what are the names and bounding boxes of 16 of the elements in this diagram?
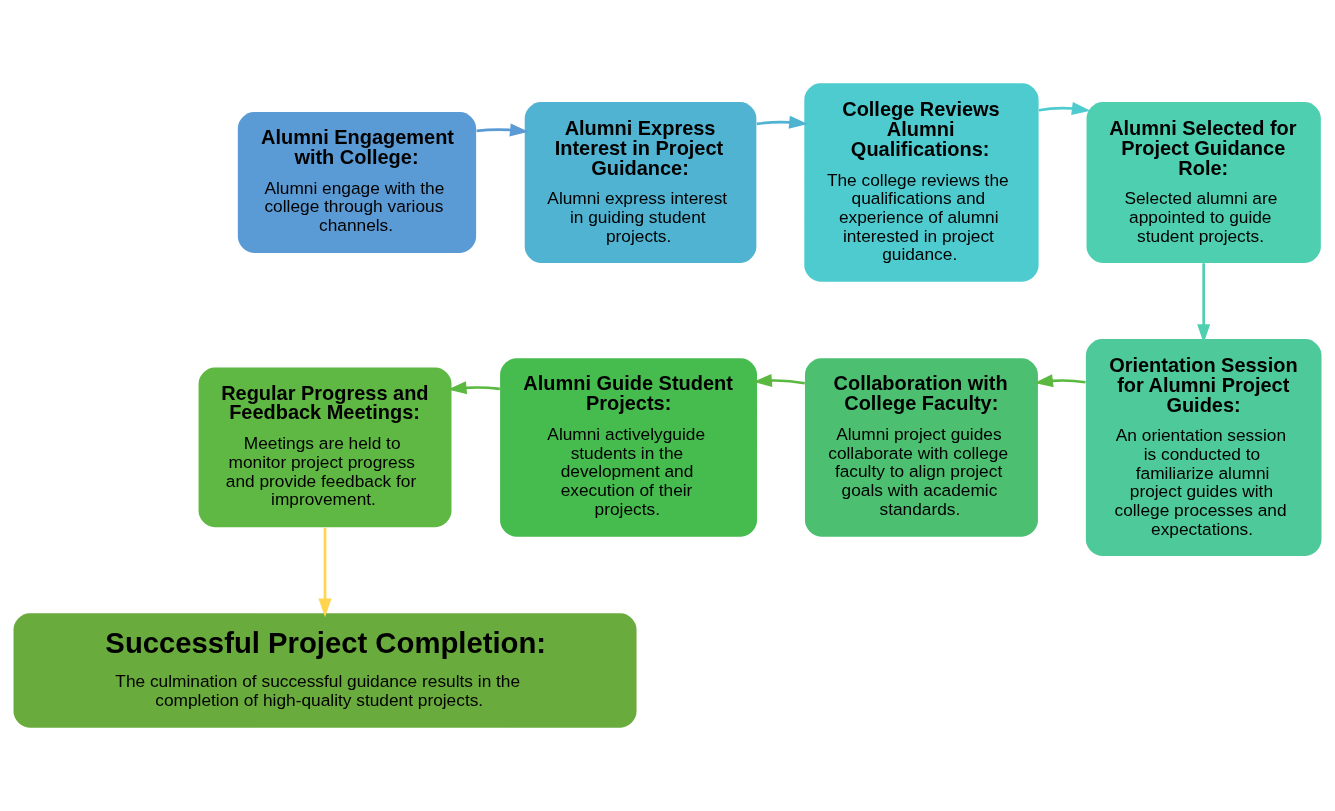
node-box: Alumni Guide Student Projects: Alumni activelyguide students in the development and execution of their projects.	[500, 358, 758, 537]
node-box: Alumni Selected for Project Guidance Role: Selected alumni are appointed to guide student projects.	[1086, 101, 1321, 264]
arrow	[753, 374, 805, 388]
arrow	[318, 527, 332, 618]
node-box: Orientation Session for Alumni Project Guides: An orientation session is conducted to familiarize alumni project guides with college processes and expectations.	[1085, 338, 1322, 556]
node-box: Collaboration with College Faculty: Alumni project guides collaborate with college faculty to align project goals with academic standards.	[804, 358, 1038, 537]
arrow	[476, 123, 529, 137]
node-box: Regular Progress and Feedback Meetings: Meetings are held to monitor project progress and provide feedback for improvement.	[198, 367, 452, 528]
node-box: College Reviews Alumni Qualifications: The college reviews the qualifications and experience of alumni interested in project guidance.	[804, 83, 1039, 282]
node-box: Successful Project Completion: The culmination of successful guidance results in the completion of high-quality student projects.	[13, 613, 637, 728]
node-box: Alumni Express Interest in Project Guidance: Alumni express interest in guiding student projects.	[524, 101, 757, 264]
arrow	[1038, 101, 1091, 115]
arrow	[1197, 263, 1211, 343]
arrow	[756, 115, 808, 129]
node-box: Alumni Engagement with College: Alumni engage with the college through various channels.	[237, 111, 477, 254]
arrow	[1034, 374, 1086, 388]
